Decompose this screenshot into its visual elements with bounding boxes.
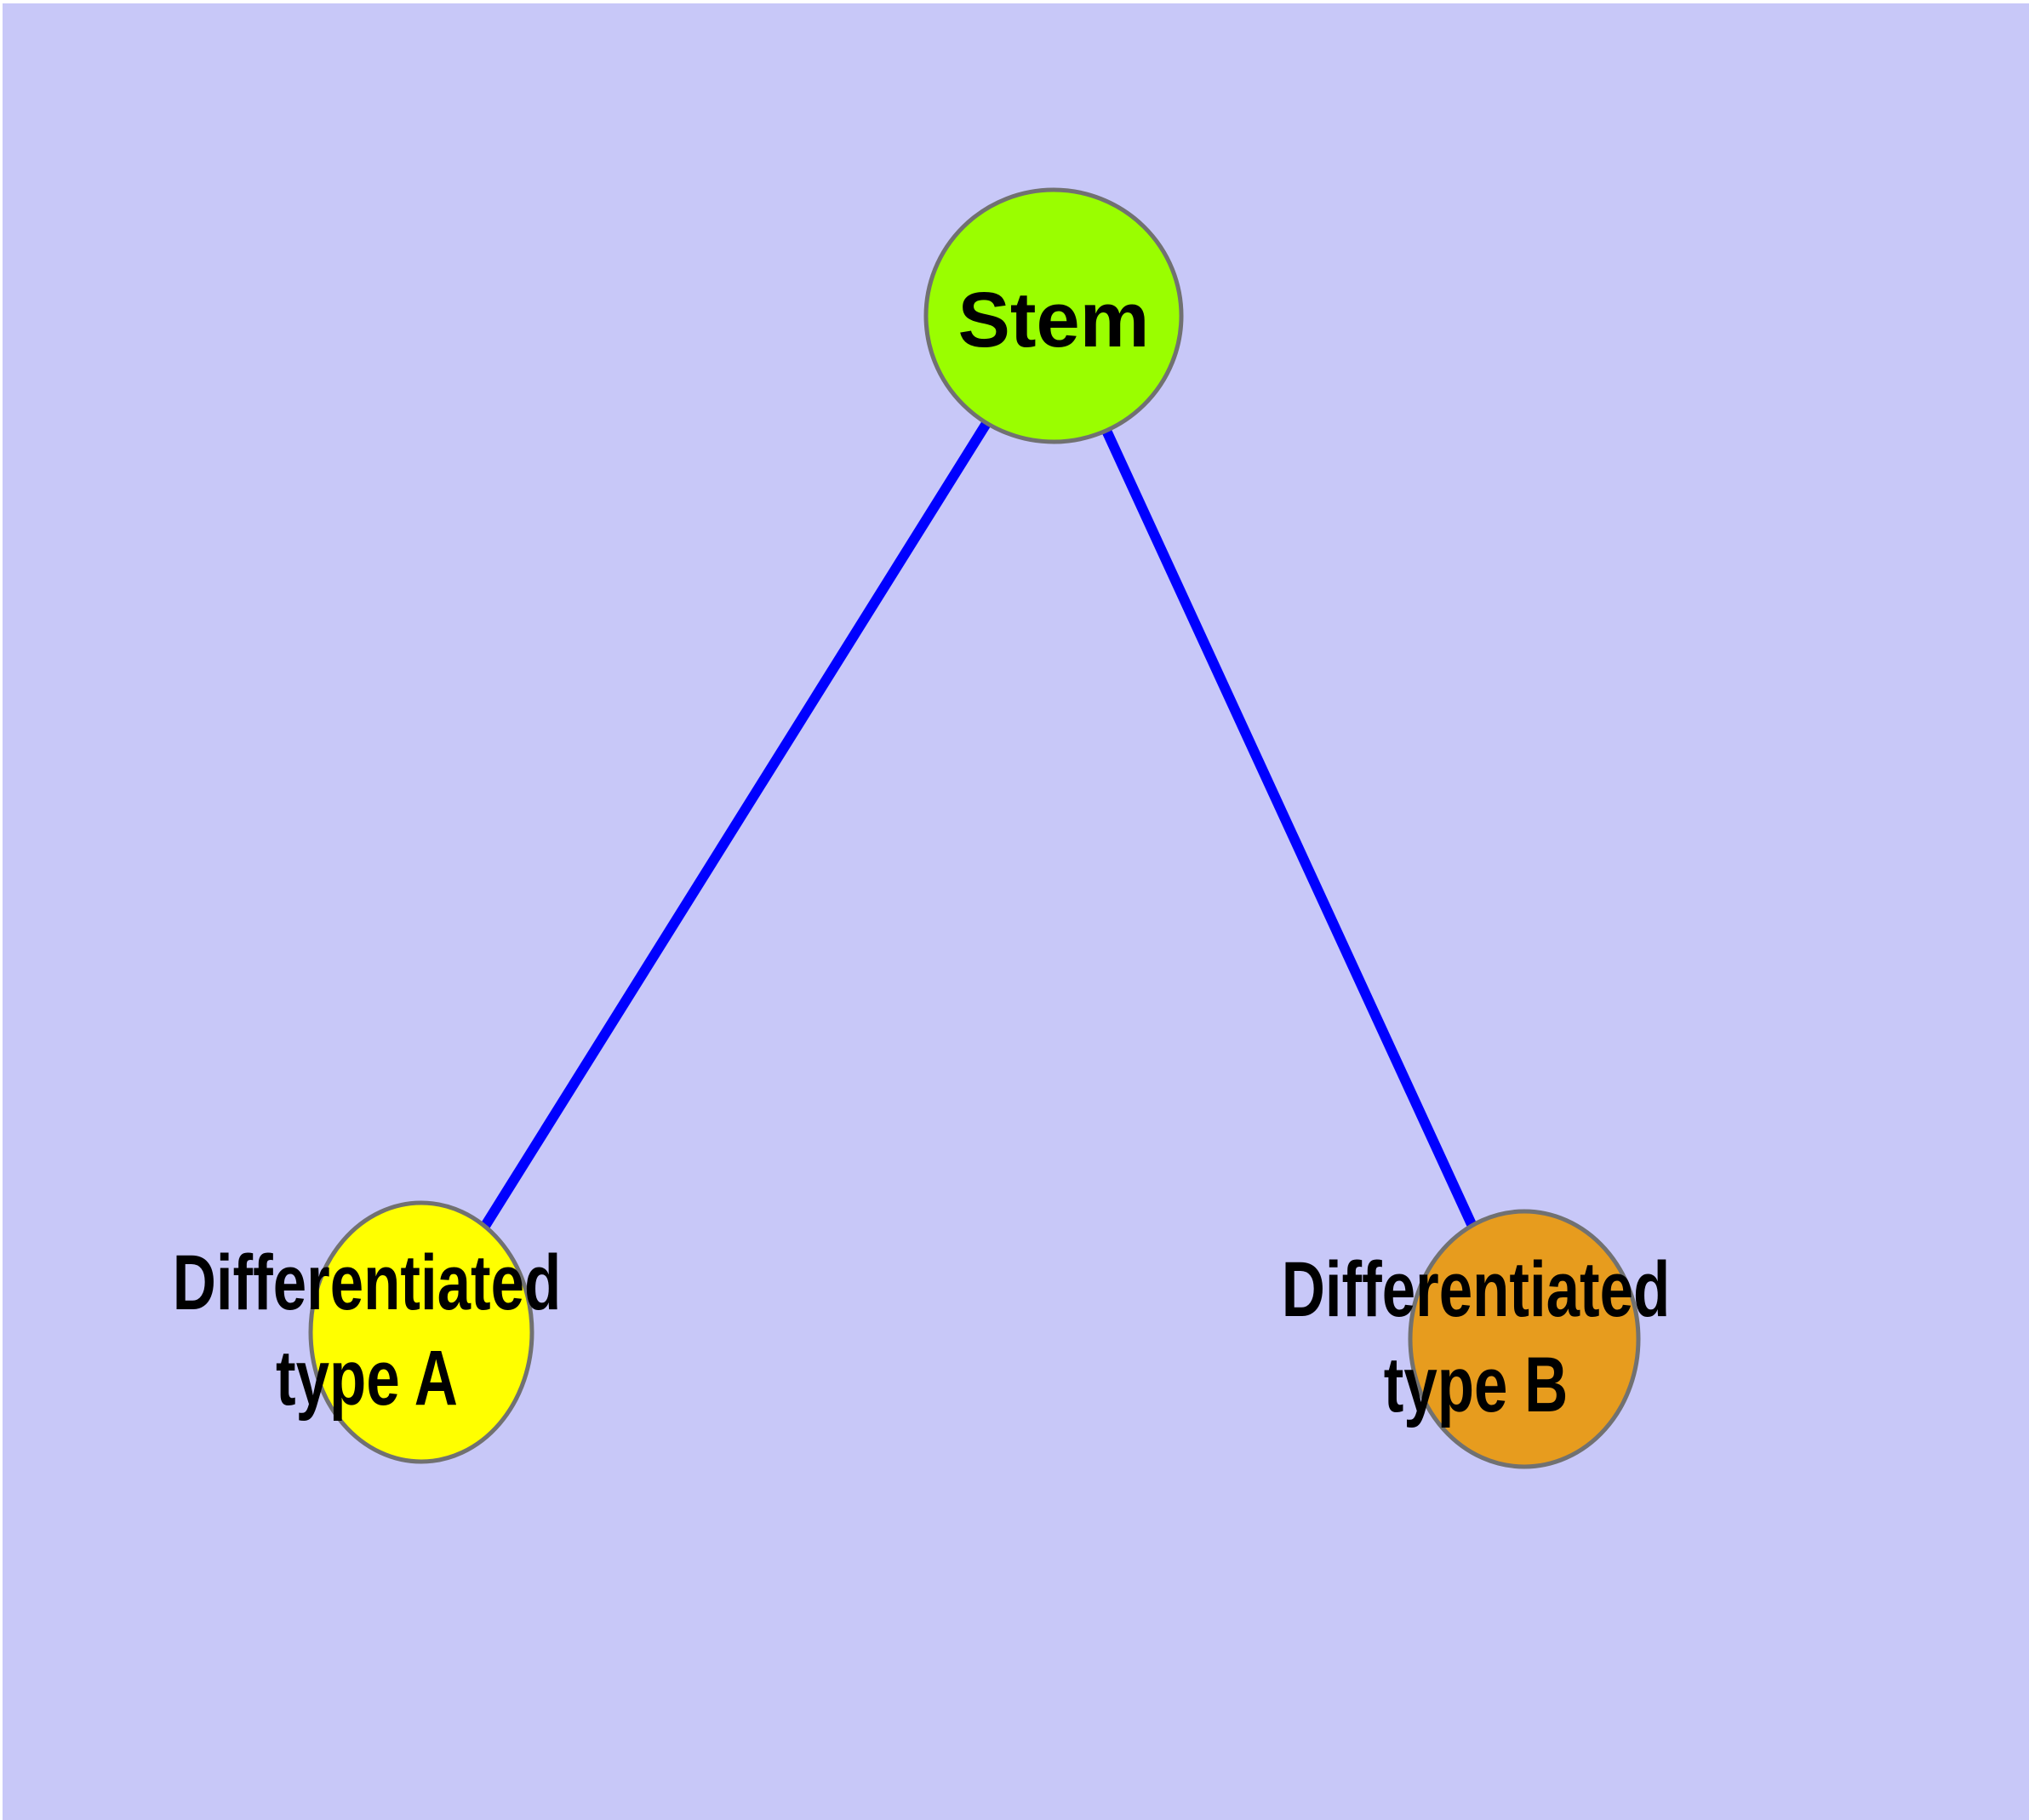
type-b-node — [1410, 1211, 1638, 1467]
type-a-node-border — [308, 1200, 534, 1464]
type-a-node — [311, 1203, 532, 1462]
stem-node-border — [923, 187, 1184, 444]
type-b-node-label: Differentiated type B — [1224, 1242, 1729, 1433]
stem-node-label: Stem — [958, 272, 1150, 368]
type-b-node-border — [1408, 1209, 1641, 1469]
stem-node — [926, 190, 1181, 442]
graph-canvas — [308, 187, 1641, 1469]
stem-node-label-text: Stem — [957, 277, 1150, 363]
type-a-label-line-2: type A — [276, 1335, 458, 1422]
edge-stem-to-type-b — [1049, 313, 1529, 1342]
type-b-label-line-1: Differentiated — [1281, 1246, 1671, 1333]
type-a-node-label: Differentiated type A — [115, 1235, 620, 1426]
type-a-label-line-1: Differentiated — [172, 1239, 562, 1326]
edge-stem-to-type-a — [414, 312, 1059, 1336]
diagram-background: Stem Differentiated type A Differentiate… — [3, 3, 2029, 1820]
type-b-label-line-2: type B — [1383, 1342, 1569, 1428]
